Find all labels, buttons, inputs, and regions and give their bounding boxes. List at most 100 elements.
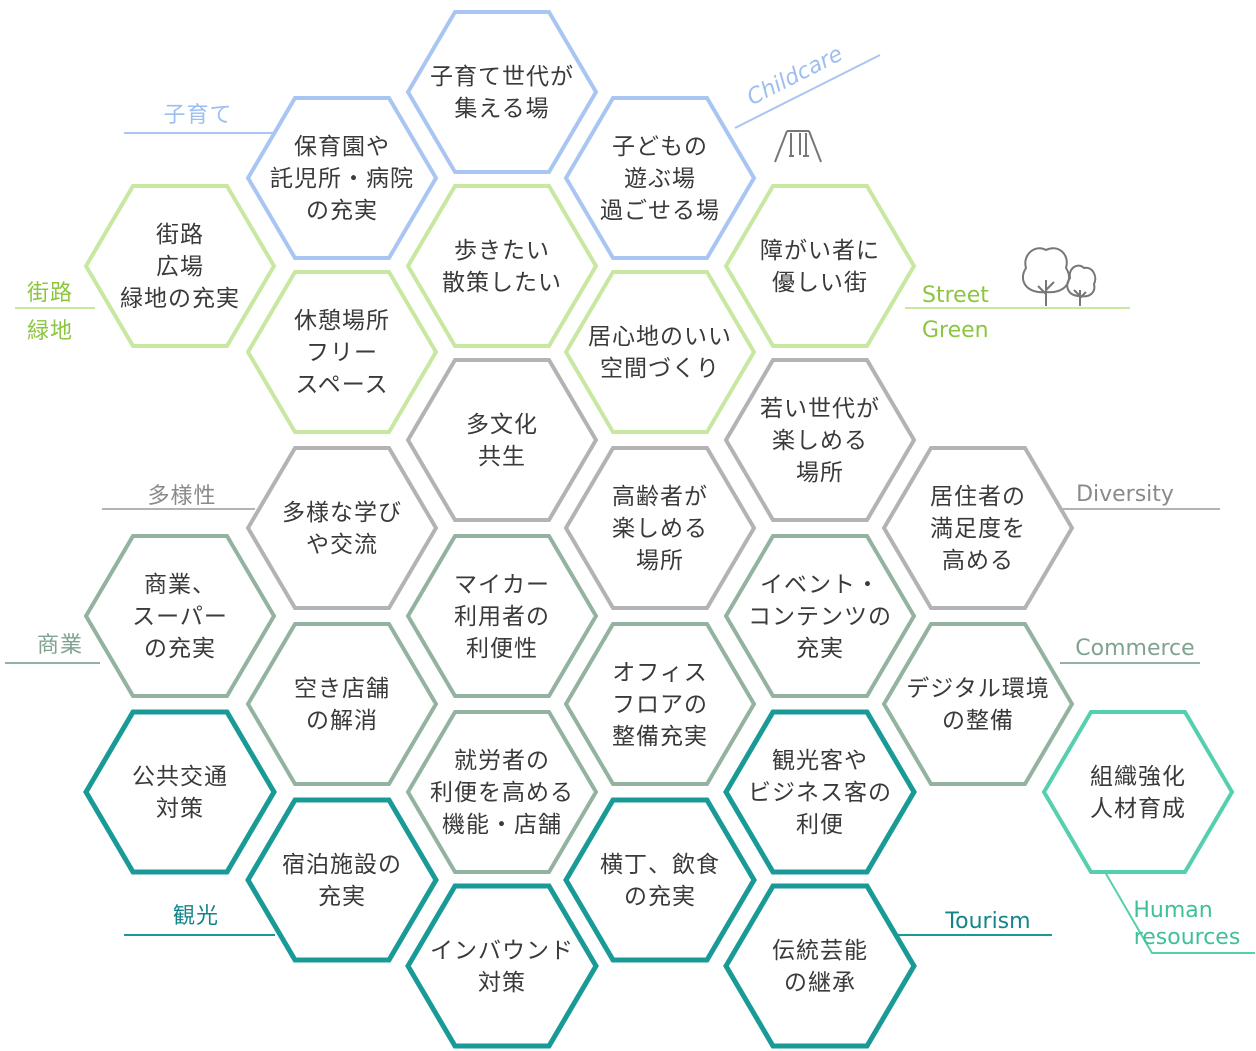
hex-label-line: 居心地のいい — [588, 324, 732, 350]
hex-label-line: 多文化 — [466, 412, 538, 438]
hex-label-line: 多様な学び — [282, 500, 402, 526]
green-label-en-1: Street — [922, 283, 989, 308]
hexagon-shape — [405, 710, 599, 874]
hex-label-line: デジタル環境 — [906, 676, 1050, 702]
hex-label-line: ビジネス客の — [748, 780, 892, 806]
hex-label-line: 歩きたい — [454, 238, 550, 264]
hex-label-line: 高める — [942, 548, 1014, 574]
hex-label-line: 集える場 — [454, 96, 549, 122]
hex-label-line: 機能・店舗 — [442, 812, 562, 838]
childcare-rule-right — [734, 54, 881, 129]
hex-label-line: 高齢者が — [612, 484, 708, 510]
swing-icon — [774, 130, 822, 163]
hex-label-line: 過ごせる場 — [600, 198, 720, 224]
hex-label-line: フロアの — [612, 692, 708, 718]
hexagon-shape — [723, 709, 917, 875]
hex-label-line: 公共交通 — [132, 764, 228, 790]
hex-label-line: インバウンド — [430, 938, 574, 964]
hex-label-line: 楽しめる — [612, 516, 708, 542]
commerce-label-en: Commerce — [1075, 636, 1194, 661]
hexagon-shape — [723, 358, 917, 522]
hex-label-line: 横丁、飲食 — [600, 852, 720, 878]
hex-label-line: 保育園や — [294, 134, 390, 160]
hex-label-line: の充実 — [624, 884, 696, 910]
hex-label-line: の解消 — [306, 708, 378, 734]
hexagon-shape — [563, 622, 757, 786]
hex-label-line: 散策したい — [442, 270, 562, 296]
hex-label-line: 街路 — [156, 222, 204, 248]
hexagon-shape — [563, 96, 757, 260]
hex-label-line: スペース — [295, 372, 388, 398]
hexagon-layer: 子育て世代が集える場保育園や託児所・病院の充実子どもの遊ぶ場過ごせる場街路広場緑… — [83, 10, 1235, 1049]
hex-label-line: 整備充実 — [612, 724, 708, 750]
green-label-jp-1: 街路 — [27, 281, 73, 306]
hex-label-line: 託児所・病院 — [270, 166, 414, 192]
hex-label-line: 空き店舗 — [294, 676, 390, 702]
hex-label-line: コンテンツの — [748, 604, 892, 630]
hex-label-line: 利用者の — [454, 604, 550, 630]
hexagon-shape — [723, 534, 917, 698]
hexagon-shape — [1041, 710, 1235, 874]
hex-label-line: 遊ぶ場 — [624, 166, 696, 192]
hexagon-shape — [563, 446, 757, 610]
hex-label-line: 利便 — [796, 812, 844, 838]
hex-label-line: フリー — [306, 340, 378, 366]
hexagon-shape — [245, 797, 439, 963]
hexagon-shape — [245, 270, 439, 434]
hex-label-line: 充実 — [796, 636, 844, 662]
hex-label-line: 充実 — [318, 884, 366, 910]
hexagon-shape — [405, 10, 599, 174]
hexagon-shape — [405, 184, 599, 348]
hex-label-line: オフィス — [612, 660, 708, 686]
human-label-en-1: Human — [1133, 898, 1212, 923]
hexagon-shape — [245, 96, 439, 260]
hex-label-line: イベント・ — [760, 572, 880, 598]
hex-label-line: 宿泊施設の — [282, 852, 402, 878]
hex-label-line: 休憩場所 — [294, 308, 390, 334]
hex-label-line: スーパー — [132, 604, 228, 630]
diversity-label-en: Diversity — [1076, 482, 1174, 507]
hex-label-line: 若い世代が — [760, 396, 880, 422]
hex-label-line: や交流 — [306, 532, 378, 558]
hex-label-line: 子育て世代が — [430, 64, 574, 90]
hexagon-shape — [83, 184, 277, 348]
hex-label-line: 組織強化 — [1090, 764, 1186, 790]
hex-label-line: 空間づくり — [600, 356, 720, 382]
hexagon-shape — [245, 446, 439, 610]
human-rule — [1104, 871, 1255, 954]
hexagon-shape — [83, 534, 277, 698]
childcare-label-en: Childcare — [743, 42, 847, 111]
hex-label-line: 子どもの — [612, 134, 708, 160]
tourism-label-en: Tourism — [944, 909, 1030, 934]
hex-label-line: 対策 — [478, 970, 526, 996]
hexagon-shape — [723, 184, 917, 348]
hex-label-line: 満足度を — [930, 516, 1026, 542]
hex-label-line: 居住者の — [930, 484, 1026, 510]
tourism-label-jp: 観光 — [173, 904, 219, 929]
hex-label-line: 優しい街 — [772, 270, 868, 296]
hex-label-line: 利便を高める — [430, 780, 574, 806]
hex-label-line: 場所 — [796, 460, 844, 486]
hex-label-line: の充実 — [144, 636, 216, 662]
